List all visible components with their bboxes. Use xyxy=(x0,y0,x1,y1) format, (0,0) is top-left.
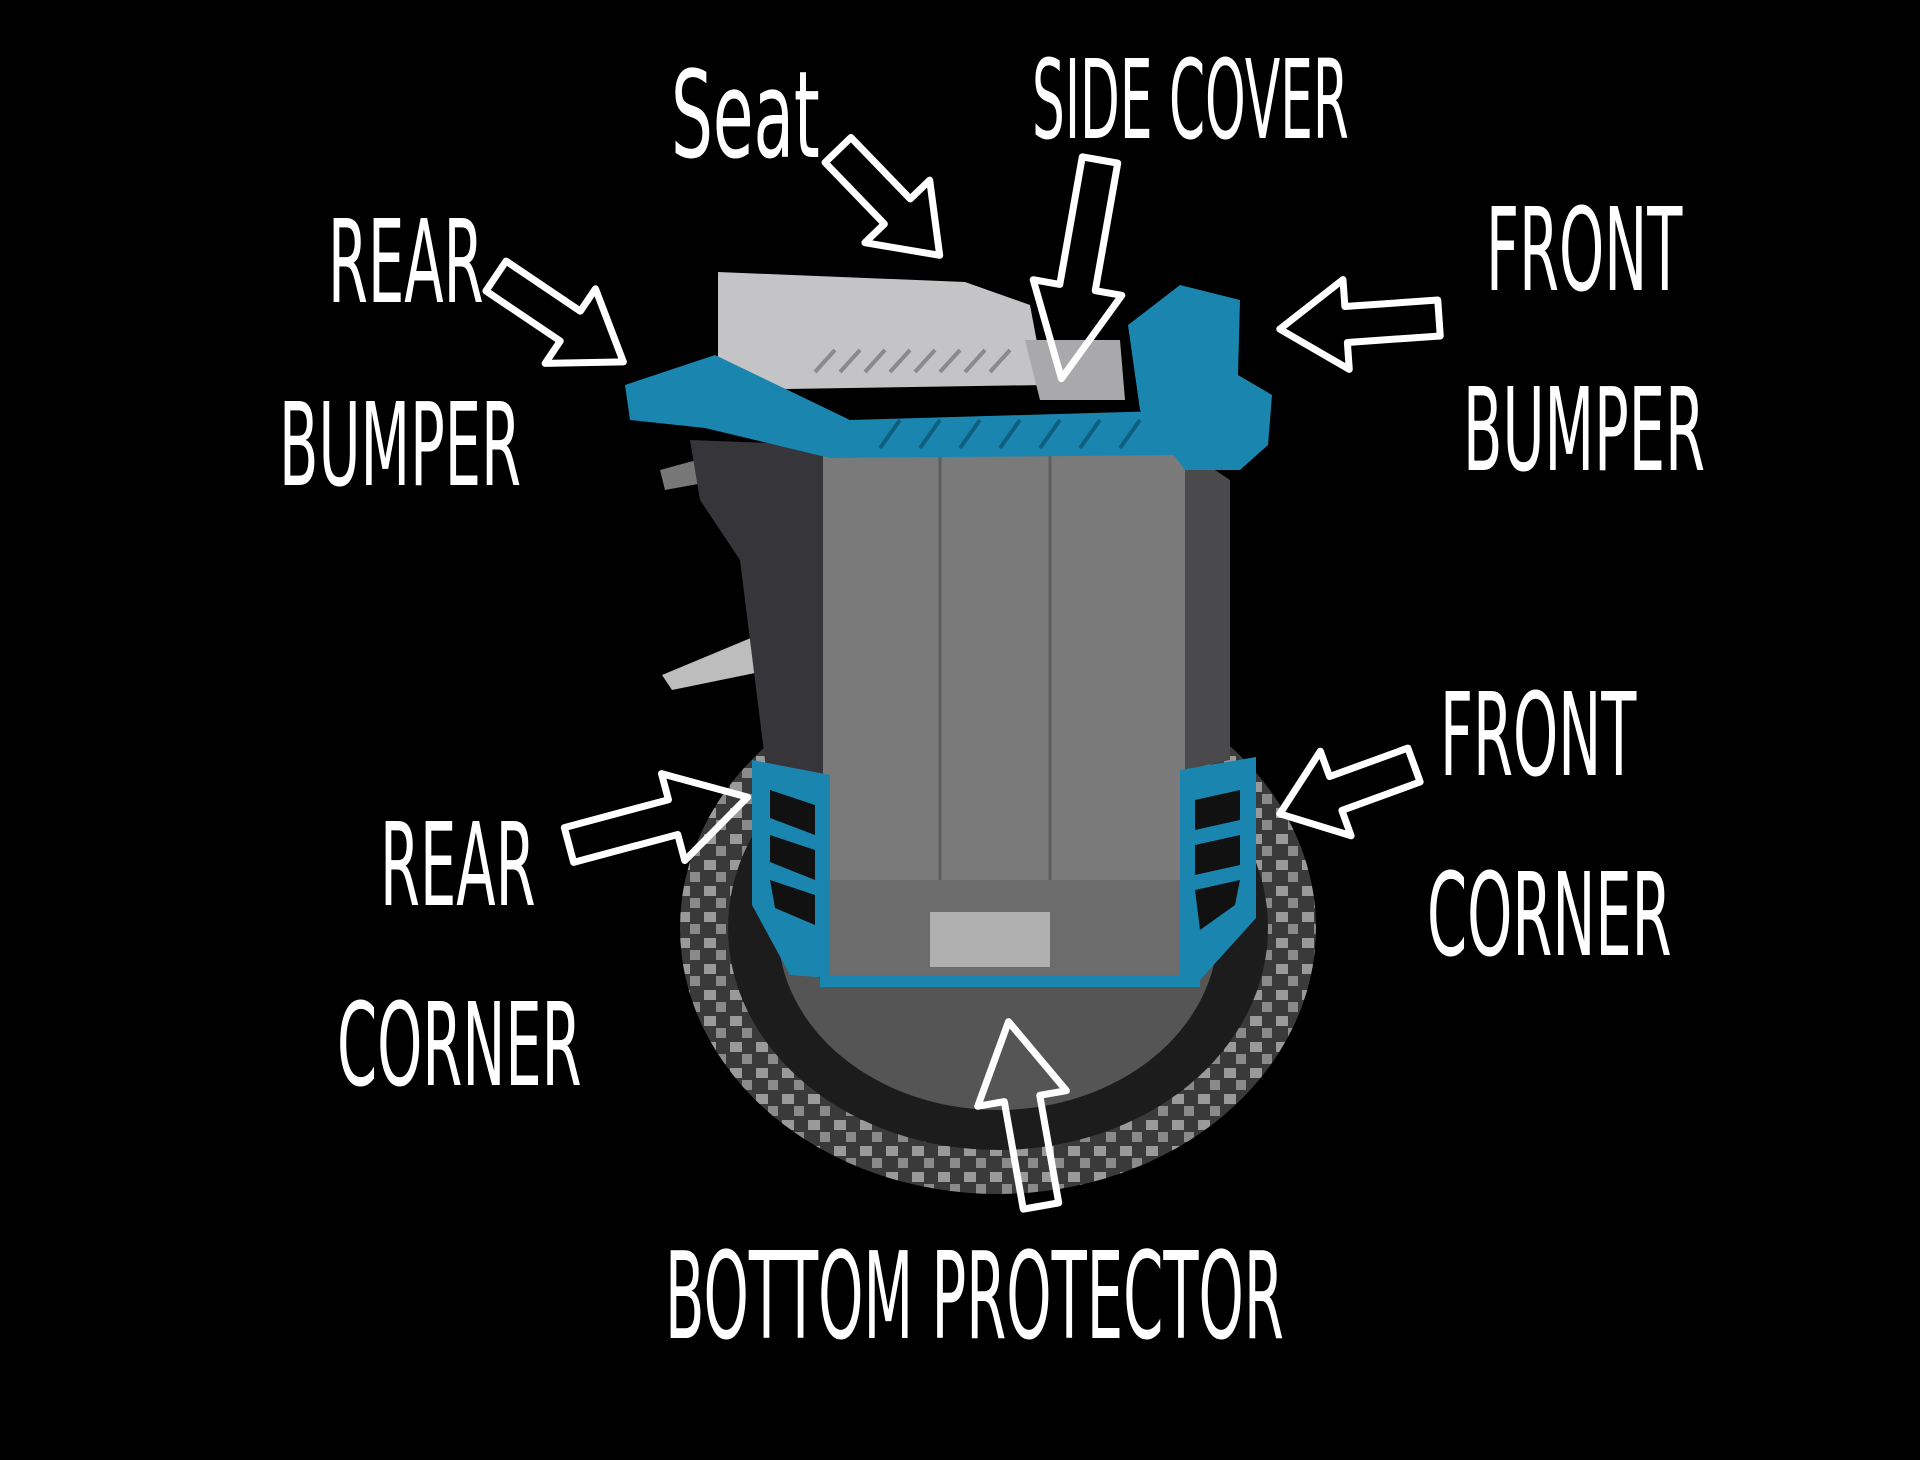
front-bumper-part xyxy=(1128,285,1272,470)
label-side-cover: SIDE COVER xyxy=(1032,37,1349,165)
side-cover-arrow-icon xyxy=(1017,152,1144,386)
label-seat: Seat xyxy=(671,45,820,185)
seat-part xyxy=(718,272,1045,390)
rear-bumper-arrow-icon xyxy=(471,239,649,400)
label-rear-bumper-line1: REAR xyxy=(328,197,484,330)
label-bottom-protector: BOTTOM PROTECTOR xyxy=(665,1228,1284,1367)
arrows xyxy=(471,119,1442,1214)
seat-arrow-icon xyxy=(806,119,972,287)
label-front-corner-line1: FRONT xyxy=(1440,670,1637,803)
bottom-protector-arrow-icon xyxy=(964,1014,1085,1214)
label-rear-bumper-line2: BUMPER xyxy=(279,380,521,513)
labels: Seat SIDE COVER REAR BUMPER FRONT BUMPER… xyxy=(279,37,1705,1367)
bottom-protector-part xyxy=(820,975,1200,987)
label-front-bumper-line1: FRONT xyxy=(1486,185,1683,318)
bumper-grip-lines xyxy=(878,418,1142,450)
corner-openings xyxy=(770,790,1240,930)
mount-bracket xyxy=(930,912,1050,967)
pedal xyxy=(662,630,770,690)
label-rear-corner-line2: CORNER xyxy=(337,980,582,1113)
rear-corner-arrow-icon xyxy=(557,754,759,889)
side-cover-part xyxy=(1025,340,1125,400)
seat-grip-lines xyxy=(813,348,1012,374)
label-rear-corner-line1: REAR xyxy=(380,800,536,933)
label-front-corner-line2: CORNER xyxy=(1427,850,1672,983)
side-shell-front xyxy=(1185,450,1230,770)
label-front-bumper-line2: BUMPER xyxy=(1463,365,1705,498)
front-bumper-arrow-icon xyxy=(1277,273,1442,374)
front-corner-arrow-icon xyxy=(1264,723,1429,856)
